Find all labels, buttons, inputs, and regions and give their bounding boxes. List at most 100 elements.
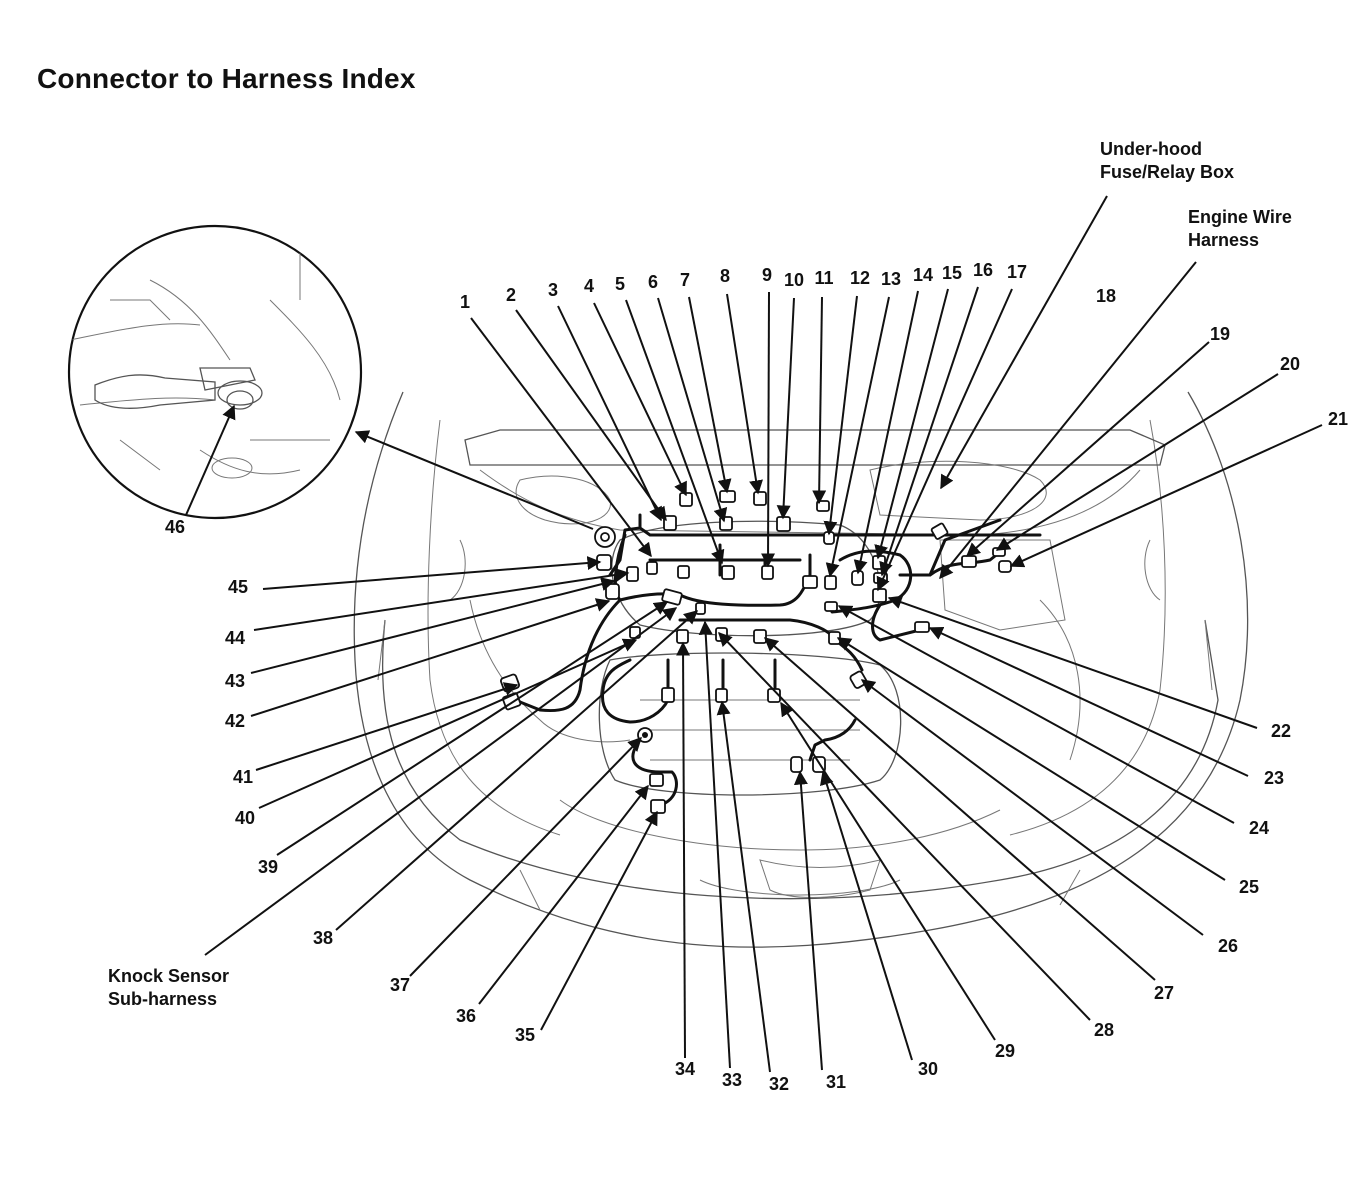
- connector-icon: [661, 588, 683, 606]
- connector-icon: [872, 588, 887, 603]
- leader-line-22: [887, 595, 1258, 729]
- connector-number-29: 29: [995, 1041, 1015, 1061]
- leader-line-44: [253, 567, 630, 631]
- connector-number-13: 13: [881, 269, 901, 289]
- connector-number-27: 27: [1154, 983, 1174, 1003]
- connector-number-30: 30: [918, 1059, 938, 1079]
- connector-icon: [663, 515, 677, 531]
- connector-number-41: 41: [233, 767, 253, 787]
- connector-number-6: 6: [648, 272, 658, 292]
- leader-line-43: [250, 577, 616, 674]
- connector-icon: [998, 560, 1012, 573]
- connector-number-38: 38: [313, 928, 333, 948]
- knock-label-line1: Knock Sensor: [108, 966, 230, 986]
- leader-line-11: [812, 296, 827, 505]
- connector-number-7: 7: [680, 270, 690, 290]
- leader-line-30: [820, 770, 913, 1061]
- connector-icon: [930, 522, 949, 540]
- detail-view-circle: [67, 224, 363, 520]
- ground-terminal-detail: [67, 224, 363, 520]
- connector-icon: [721, 565, 735, 580]
- leader-line-9: [761, 291, 776, 568]
- connector-number-3: 3: [548, 280, 558, 300]
- leader-line-37: [409, 736, 642, 977]
- leader-line-5: [625, 299, 725, 565]
- connector-number-12: 12: [850, 268, 870, 288]
- connector-number-11: 11: [814, 268, 833, 288]
- connector-number-22: 22: [1271, 721, 1291, 741]
- engine-harness-label-line1: Engine Wire: [1188, 207, 1292, 227]
- connector-number-40: 40: [235, 808, 255, 828]
- connector-icon: [851, 570, 864, 586]
- connector-number-8: 8: [720, 266, 730, 286]
- connector-icon: [695, 602, 706, 615]
- connector-number-39: 39: [258, 857, 278, 877]
- leader-line-6: [657, 297, 728, 523]
- leader-line-34: [676, 641, 691, 1059]
- connector-numbers: 1 2 3 4 5 6 7 8 9 10 11 12 13 14 15 16 1…: [165, 260, 1348, 1094]
- knock-sensor-subharness-callout: Knock Sensor Sub-harness: [108, 965, 229, 1011]
- leader-line-26: [860, 679, 1204, 936]
- leader-line-45: [262, 556, 602, 590]
- connector-icon: [715, 688, 728, 703]
- connector-number-33: 33: [722, 1070, 742, 1090]
- engine-wire-harness-callout: Engine Wire Harness: [1188, 206, 1292, 252]
- connector-number-15: 15: [942, 263, 962, 283]
- leader-line-3: [557, 305, 662, 522]
- detail-view-arrow: [354, 430, 594, 530]
- leader-lines: [204, 195, 1197, 956]
- leader-line-19: [965, 341, 1210, 557]
- leader-line-2: [515, 309, 667, 522]
- connector-number-35: 35: [515, 1025, 535, 1045]
- connector-number-28: 28: [1094, 1020, 1114, 1040]
- leader-line-20: [995, 373, 1279, 551]
- connector-icon: [719, 490, 736, 503]
- knock-sensor-center: [642, 732, 648, 738]
- leader-line-25: [836, 637, 1226, 881]
- connector-number-42: 42: [225, 711, 245, 731]
- connector-number-32: 32: [769, 1074, 789, 1094]
- leader-line-41: [255, 682, 519, 771]
- connector-number-23: 23: [1264, 768, 1284, 788]
- leader-line-1: [470, 317, 652, 558]
- leader-line-8: [726, 293, 763, 495]
- engine-harness-label-line2: Harness: [1188, 230, 1260, 250]
- connector-icon: [649, 773, 664, 787]
- connector-icon: [677, 565, 690, 579]
- leader-line-39: [276, 601, 669, 856]
- connector-icon: [790, 756, 803, 773]
- connector-number-2: 2: [506, 285, 516, 305]
- leader-line-7: [688, 296, 732, 494]
- connector-icon: [914, 621, 930, 633]
- leader-line-40: [258, 638, 638, 809]
- leader-line-17: [876, 288, 1013, 592]
- connector-icon: [646, 561, 658, 575]
- connector-icon: [961, 555, 977, 568]
- connector-icon: [824, 575, 837, 590]
- connector-number-31: 31: [826, 1072, 846, 1092]
- leader-line-32: [716, 700, 771, 1073]
- connector-number-20: 20: [1280, 354, 1300, 374]
- leader-line-46: [185, 404, 236, 516]
- connector-leader-lines: [185, 286, 1323, 1073]
- connector-icon: [776, 516, 791, 532]
- connector-icon: [761, 565, 774, 580]
- connector-number-43: 43: [225, 671, 245, 691]
- connector-icon: [605, 583, 620, 600]
- leader-line-36: [478, 784, 649, 1005]
- leader-line-35: [540, 810, 658, 1031]
- ground-terminal-center: [600, 532, 610, 542]
- leader-line-14: [853, 290, 919, 575]
- leader-line-16: [879, 286, 979, 577]
- leader-line-23: [928, 626, 1249, 777]
- connector-icon: [824, 601, 838, 612]
- leader-line-27: [763, 637, 1156, 981]
- leader-line-4: [593, 302, 687, 497]
- connector-icon: [676, 629, 689, 644]
- connector-number-44: 44: [225, 628, 245, 648]
- connector-number-24: 24: [1249, 818, 1269, 838]
- connector-number-10: 10: [784, 270, 804, 290]
- leader-line-33: [698, 620, 731, 1069]
- connector-number-9: 9: [762, 265, 772, 285]
